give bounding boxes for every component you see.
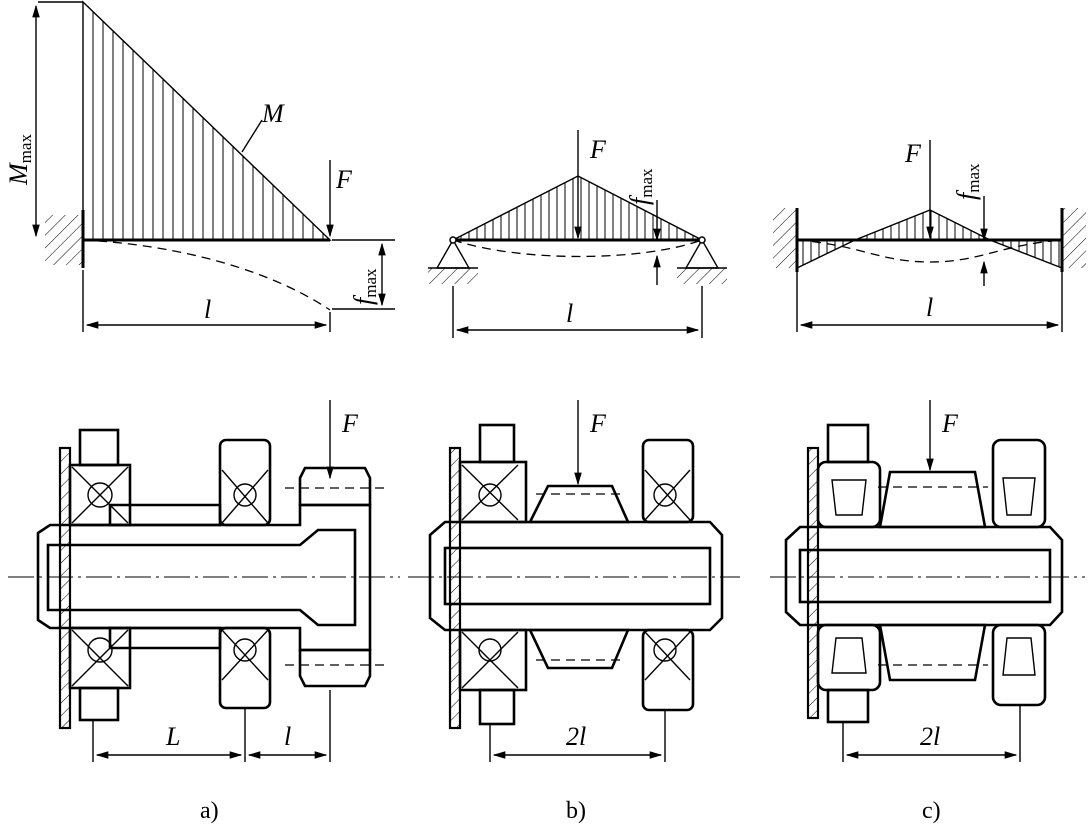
pin-support-left <box>428 236 478 284</box>
force-label-shaft-b: F <box>589 409 607 438</box>
force-label-c: F <box>904 139 922 168</box>
deflection-label: fmax <box>349 268 380 305</box>
fixed-fixed-diagram: F fmax l <box>773 139 1086 332</box>
housing-wall-c <box>806 446 820 720</box>
bearing-span-label-a: L <box>165 722 180 751</box>
span-label-shaft-c: 2l <box>920 722 940 751</box>
gear-bottom-c <box>878 623 987 682</box>
sleeve-top-a <box>108 503 222 527</box>
fixed-wall-left <box>773 208 797 268</box>
gear-top-a <box>298 466 372 507</box>
overhung-shaft-assembly: F L l a) <box>8 400 400 824</box>
housing-wall-b <box>448 446 462 730</box>
bearing-left-bottom-c <box>816 623 882 724</box>
shaft-c <box>784 525 1064 627</box>
force-label-b: F <box>589 135 607 164</box>
shaft-b <box>428 520 724 632</box>
caption-c: c) <box>922 798 941 824</box>
cantilever-diagram: Mmax M F fmax l <box>4 0 395 332</box>
bearing-right-top-c <box>991 438 1047 529</box>
moment-diagram <box>82 0 332 241</box>
bearing-left-bottom-a <box>68 626 132 722</box>
moment-max-label: Mmax <box>4 134 35 186</box>
deflection-curve-b <box>452 239 703 258</box>
deflection-label-c: fmax <box>952 163 983 200</box>
moment-diagram-c <box>796 209 1063 270</box>
span-label-c: l <box>926 293 933 322</box>
fixed-wall <box>45 215 83 265</box>
deflection-curve <box>82 239 331 311</box>
moment-label: M <box>261 99 285 128</box>
bearing-left-bottom-b <box>458 628 528 726</box>
deflection-curve-c <box>796 239 1063 263</box>
gear-bottom-a <box>298 648 372 688</box>
bearing-left-top-b <box>458 423 528 524</box>
bearing-right-top-a <box>218 438 272 527</box>
gear-top-c <box>878 470 987 529</box>
span-label: l <box>204 295 211 324</box>
fixed-wall-right <box>1062 208 1086 268</box>
force-label-shaft-a: F <box>341 409 359 438</box>
bearing-right-bottom-c <box>991 623 1047 707</box>
gear-top-b <box>527 484 631 524</box>
caption-b: b) <box>566 798 586 824</box>
overhang-label-a: l <box>284 722 291 751</box>
bearing-left-top-a <box>68 428 132 527</box>
span-label-shaft-b: 2l <box>566 722 586 751</box>
gear-bottom-b <box>527 628 630 670</box>
force-label-shaft-c: F <box>941 409 959 438</box>
pin-support-right <box>677 236 727 284</box>
span-label-b: l <box>566 299 573 328</box>
shaft-bore-a <box>46 528 357 627</box>
bearing-right-bottom-b <box>641 628 695 712</box>
simply-supported-diagram: F fmax l <box>428 130 727 338</box>
center-gear-shaft-assembly: F 2l b) <box>408 400 740 824</box>
housing-wall-a <box>58 446 72 730</box>
bearing-right-bottom-a <box>218 626 272 710</box>
shaft-bore-b <box>443 546 712 606</box>
bearing-left-top-c <box>816 423 882 529</box>
caption-a: a) <box>200 798 219 824</box>
deflection-label-b: fmax <box>625 168 656 205</box>
shaft-bore-c <box>798 548 1052 604</box>
tapered-bearing-shaft-assembly: F 2l c) <box>770 400 1085 824</box>
bearing-right-top-b <box>641 438 695 524</box>
force-label: F <box>335 165 353 194</box>
